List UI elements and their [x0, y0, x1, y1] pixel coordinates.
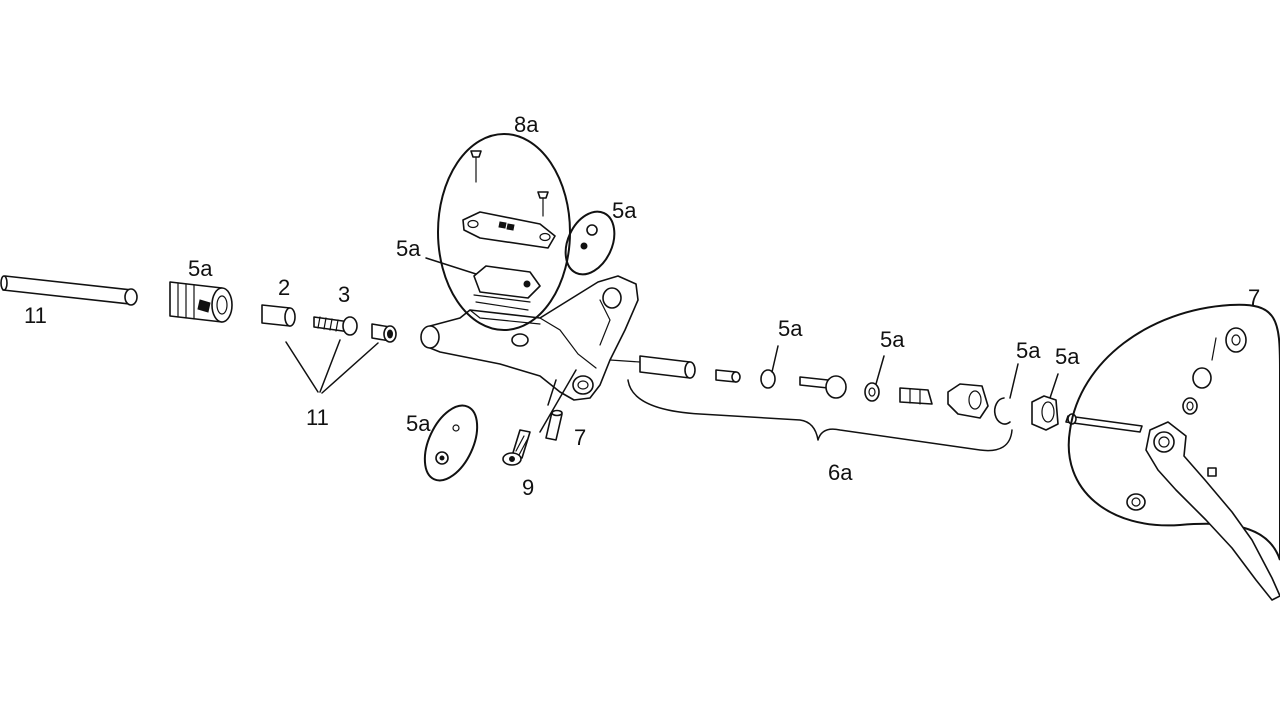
olive-part: [261, 304, 296, 327]
boot-part: [1031, 395, 1059, 431]
label-2-olive: 2: [278, 275, 290, 300]
label-7-pin: 7: [574, 425, 586, 450]
label-5a-seal: 5a: [880, 327, 905, 352]
label-3-barb: 3: [338, 282, 350, 307]
cap-leader: [425, 257, 477, 275]
lever-group: [1067, 303, 1280, 601]
compression-nut-part: [371, 323, 397, 343]
piston-kit-brace: [627, 379, 1013, 452]
label-5a-bleed-port: 5a: [612, 198, 637, 223]
label-5a-clip: 5a: [1016, 338, 1041, 363]
label-5a-diaphragm: 5a: [396, 236, 421, 261]
label-5a-bleed-screw: 5a: [406, 411, 431, 436]
label-8a-cap: 8a: [514, 112, 539, 137]
label-5a-barb-sleeve: 5a: [188, 256, 213, 281]
pin-part: [545, 379, 563, 441]
bolt-part: [502, 369, 577, 466]
label-5a-boot: 5a: [1055, 344, 1080, 369]
barb-sleeve-part: [169, 281, 233, 323]
label-11-hose-kit: 11: [306, 405, 329, 430]
push-rod-part: [1065, 413, 1143, 433]
label-9-bolt: 9: [522, 475, 534, 500]
hose-kit-leaders: [285, 339, 379, 394]
barb-insert-part: [313, 316, 358, 336]
label-11-hose: 11: [24, 303, 47, 328]
bleed-screw-group: [423, 404, 479, 482]
label-5a-piston: 5a: [778, 316, 803, 341]
master-cylinder-body: [420, 275, 641, 401]
piston-seal-leaders: [771, 345, 1059, 399]
hose-part: [0, 275, 138, 306]
bleed-port-group: [564, 210, 616, 276]
piston-assembly: [639, 355, 1011, 425]
reservoir-cap-group: [437, 133, 571, 331]
label-7-lever: 7: [1248, 285, 1260, 310]
label-6a-piston-kit: 6a: [828, 460, 853, 485]
